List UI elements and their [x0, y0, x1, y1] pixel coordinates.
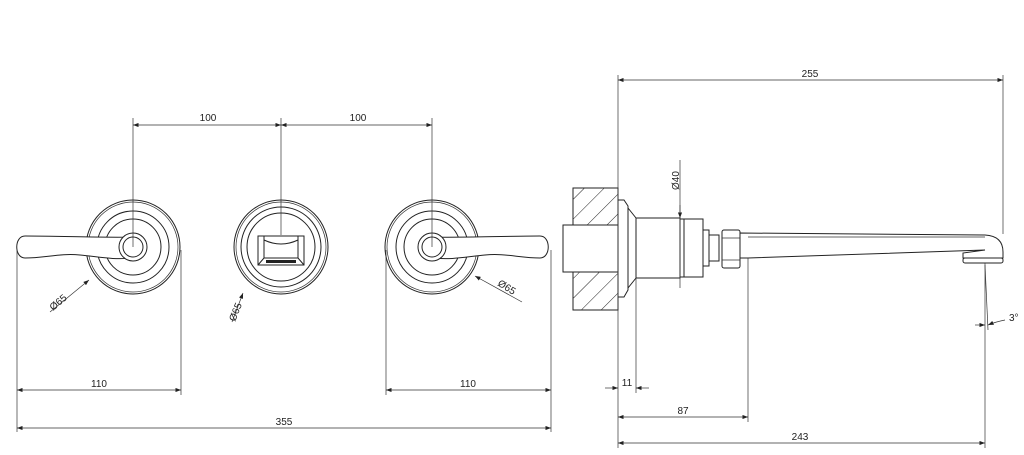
wall-pipe — [562, 224, 619, 273]
dia-left: Ø65 — [48, 292, 70, 313]
right-handle — [384, 199, 549, 295]
dim-left-width: 110 — [91, 379, 107, 390]
dim-overall: 255 — [802, 69, 819, 80]
dia-right: Ø65 — [495, 278, 517, 298]
dia-body: Ø40 — [671, 171, 682, 190]
dim-right-width: 110 — [460, 379, 476, 390]
body — [635, 217, 681, 279]
dim-plate: 11 — [622, 378, 633, 389]
side-view: 255 Ø40 11 87 243 3° — [562, 69, 1019, 448]
dim-left-spacing: 100 — [200, 113, 217, 124]
dim-right-spacing: 100 — [350, 113, 367, 124]
side-dimensions: 255 Ø40 11 87 243 3° — [605, 69, 1019, 448]
spout — [739, 232, 1004, 259]
angle: 3° — [1009, 313, 1019, 324]
center-spout-plate — [233, 199, 329, 295]
front-view: 100 100 110 110 355 Ø65 Ø65 Ø65 — [16, 113, 552, 432]
dim-body: 87 — [677, 406, 689, 417]
dia-center: Ø65 — [228, 301, 245, 323]
dim-total: 355 — [276, 417, 293, 428]
dim-spout: 243 — [792, 432, 809, 443]
left-handle — [16, 199, 181, 295]
